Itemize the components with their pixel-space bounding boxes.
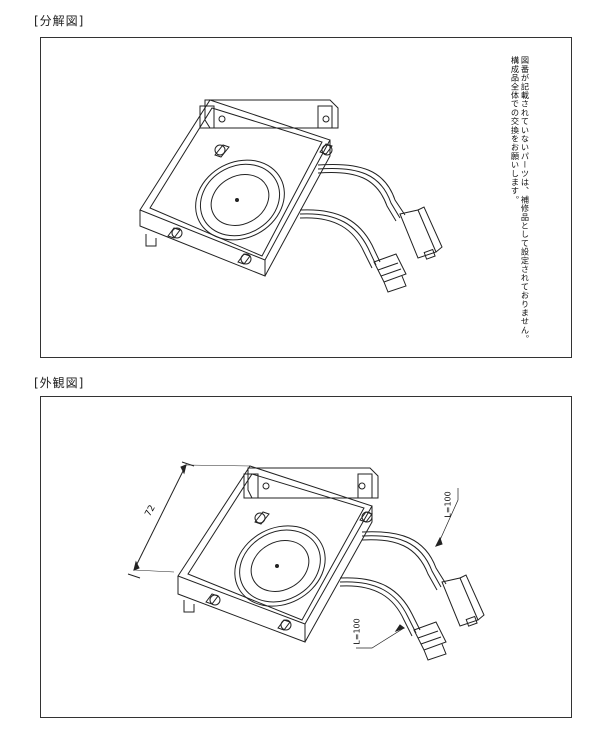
exploded-fan-drawing xyxy=(139,99,443,293)
exploded-view-frame xyxy=(40,37,572,358)
exterior-fan-drawing xyxy=(127,461,485,661)
exterior-view-frame xyxy=(40,396,572,718)
lead-length-label-2: L=100 xyxy=(352,618,362,645)
exploded-view-title: [分解図] xyxy=(34,14,85,28)
parts-note: 図番が記載されていないパーツは、補修品として設定されておりません。 構成品全体で… xyxy=(510,56,530,343)
parts-note-line2: 構成品全体での交換をお願いします。 xyxy=(510,56,520,204)
lead-length-label-1: L=100 xyxy=(443,491,453,518)
parts-note-line1: 図番が記載されていないパーツは、補修品として設定されておりません。 xyxy=(520,56,530,344)
exterior-view-title: [外観図] xyxy=(34,376,85,390)
